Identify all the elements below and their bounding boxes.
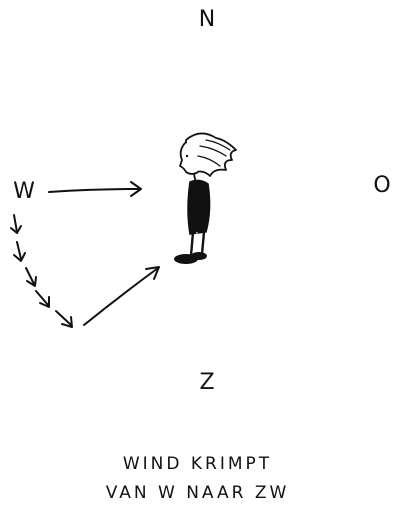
shift-arrow-2 (13, 241, 26, 262)
southwest-wind-arrow (83, 266, 160, 326)
caption-line-1: WIND KRIMPT (122, 454, 273, 474)
compass-south-label: Z (199, 370, 215, 395)
compass-west-label: W (13, 179, 35, 204)
shift-arrow-3 (25, 267, 37, 287)
shift-arrow-5 (55, 310, 73, 328)
caption-line-2: VAN W NAAR ZW (105, 483, 290, 503)
compass-north-label: N (198, 7, 216, 32)
shift-arrow-1 (10, 214, 22, 234)
person-figure (174, 132, 237, 264)
compass-east-label: O (373, 173, 391, 198)
wind-shift-arrows (10, 214, 73, 328)
shift-arrow-4 (35, 290, 50, 308)
west-wind-arrow (48, 181, 142, 197)
